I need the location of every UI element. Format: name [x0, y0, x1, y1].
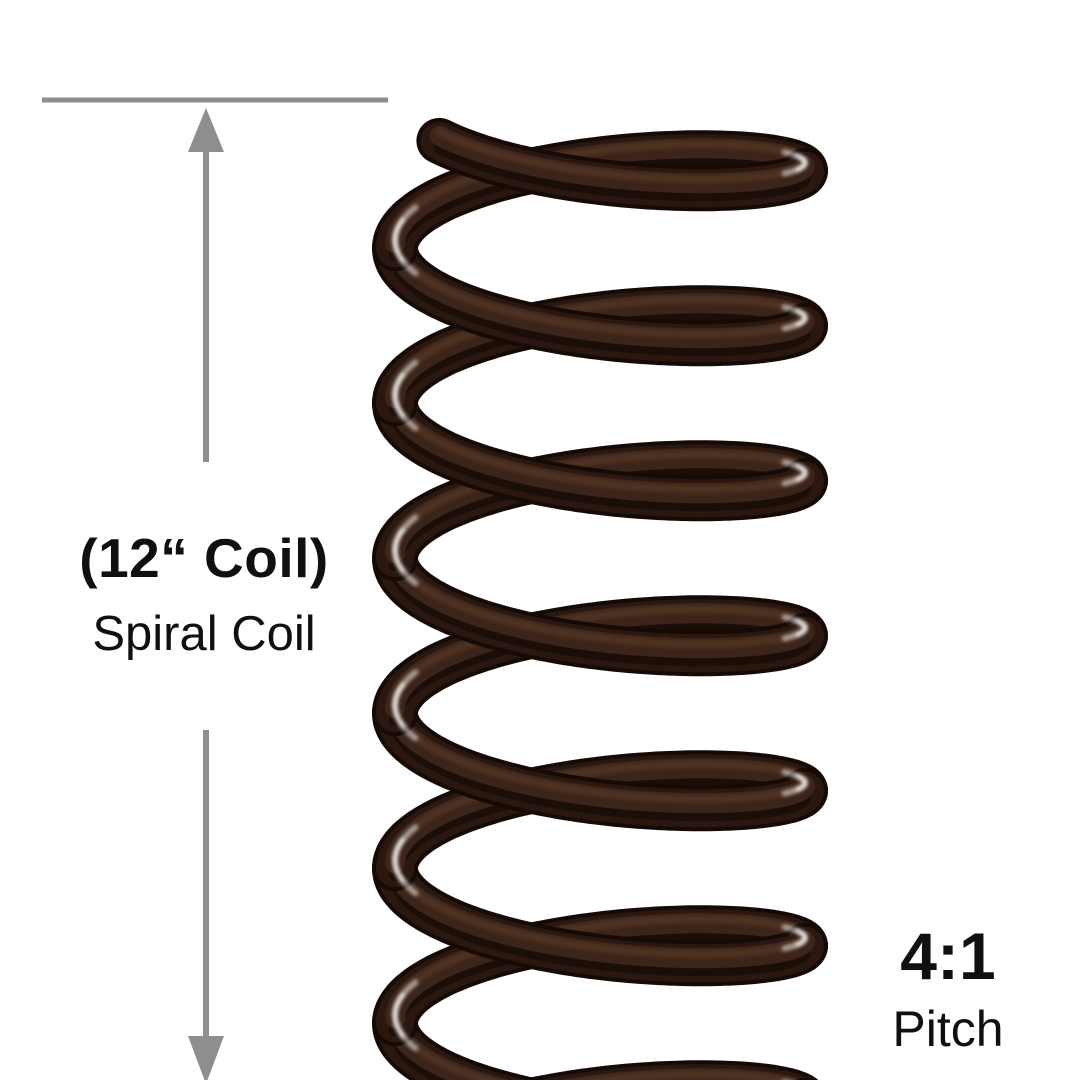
dimension-arrowhead-up [188, 108, 224, 152]
coil-wire-segment [391, 700, 809, 804]
coil-wire-segment [389, 714, 811, 822]
coil-wire-segment [393, 683, 405, 728]
coil-wire-segment [391, 545, 809, 649]
coil-label-block: (12“ Coil) Spiral Coil [18, 526, 390, 662]
coil-wire-segment [391, 760, 809, 864]
coil-wire-segment [795, 929, 807, 947]
coil-wire-segment [393, 993, 405, 1038]
coil-wire-segment [795, 774, 807, 792]
coil-wire-segment [391, 295, 809, 399]
pitch-label-block: 4:1 Pitch [850, 918, 1046, 1058]
coil-wire-segment [393, 838, 405, 883]
coil-wire-segment [795, 154, 807, 172]
coil-wire-segment [391, 450, 809, 554]
height-dimension [42, 97, 388, 1080]
coil-wire-segment [391, 140, 809, 244]
coil-type-text: Spiral Coil [92, 607, 316, 661]
coil-wire-segment [795, 309, 807, 327]
coil-wire-segment [389, 249, 811, 357]
coil-wire-segment [433, 141, 811, 202]
coil-wire-segment [389, 1024, 459, 1080]
coil-wire-segment [391, 235, 809, 339]
coil-size-text: (12“ Coil) [79, 527, 329, 589]
coil-wire-segment [391, 855, 809, 959]
coil-wire-segment [393, 373, 405, 418]
coil-wire-segment [795, 619, 807, 637]
coil-wire-segment [389, 869, 811, 977]
coil-wire-segment [391, 1010, 501, 1080]
coil-wire-segment [393, 218, 405, 263]
coil-wire-segment [391, 390, 809, 494]
dimension-arrowhead-down [188, 1036, 224, 1080]
spiral-coil-graphic [372, 117, 828, 1080]
coil-wire-segment [389, 559, 811, 667]
coil-wire-segment [391, 915, 809, 1019]
pitch-word-text: Pitch [892, 1001, 1004, 1057]
coil-wire-segment [389, 404, 811, 512]
coil-wire-segment [393, 528, 405, 573]
coil-wire-segment [391, 605, 809, 709]
coil-wire-segment [795, 464, 807, 482]
pitch-ratio-text: 4:1 [900, 919, 996, 993]
